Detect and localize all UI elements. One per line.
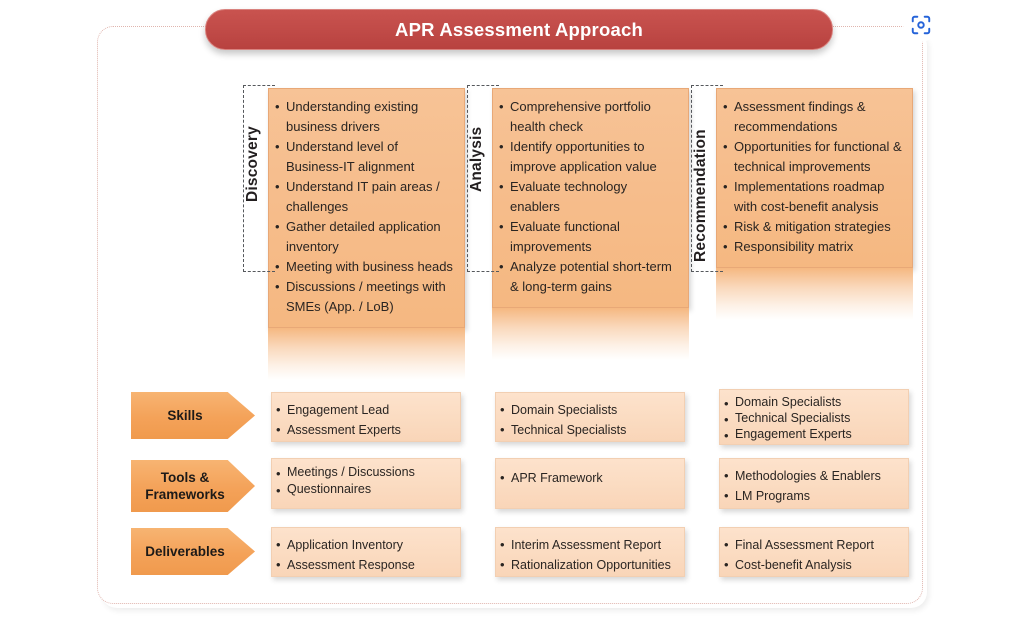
list-item: Domain Specialists bbox=[722, 394, 902, 414]
cell-deliverables-analysis: Interim Assessment Report Rationalizatio… bbox=[495, 527, 685, 577]
list-item: Engagement Experts bbox=[722, 426, 902, 446]
phase-fade-analysis bbox=[492, 308, 689, 360]
phase-label-box-analysis: Analysis bbox=[467, 85, 499, 272]
list-item: Opportunities for functional & technical… bbox=[721, 137, 904, 177]
phase-label-box-recommendation: Recommendation bbox=[691, 85, 723, 272]
cell-deliverables-discovery: Application Inventory Assessment Respons… bbox=[271, 527, 461, 577]
list-item: Risk & mitigation strategies bbox=[721, 217, 904, 237]
list-item: APR Framework bbox=[498, 468, 678, 488]
cell-skills-analysis: Domain Specialists Technical Specialists bbox=[495, 392, 685, 442]
page-title: APR Assessment Approach bbox=[395, 18, 643, 40]
scan-capture-glyph bbox=[911, 15, 930, 34]
list-item: Comprehensive portfolio health check bbox=[497, 97, 680, 137]
phase-bullets-discovery: Understanding existing business drivers … bbox=[273, 97, 456, 317]
list-item: Understanding existing business drivers bbox=[273, 97, 456, 137]
phase-box-recommendation: Assessment findings & recommendations Op… bbox=[716, 88, 913, 268]
list-item: Technical Specialists bbox=[498, 420, 678, 440]
list-item: Analyze potential short-term & long-term… bbox=[497, 257, 680, 297]
phase-label-analysis: Analysis bbox=[468, 126, 485, 192]
phase-fade-recommendation bbox=[716, 268, 913, 320]
list-item: Evaluate functional improvements bbox=[497, 217, 680, 257]
list-item: LM Programs bbox=[722, 486, 902, 506]
phase-box-analysis: Comprehensive portfolio health check Ide… bbox=[492, 88, 689, 308]
phase-bullets-recommendation: Assessment findings & recommendations Op… bbox=[721, 97, 904, 257]
list-item: Assessment findings & recommendations bbox=[721, 97, 904, 137]
phase-column-recommendation: Assessment findings & recommendations Op… bbox=[716, 88, 913, 320]
list-item: Meeting with business heads bbox=[273, 257, 456, 277]
phase-box-discovery: Understanding existing business drivers … bbox=[268, 88, 465, 328]
phase-column-discovery: Understanding existing business drivers … bbox=[268, 88, 465, 380]
cell-skills-discovery: Engagement Lead Assessment Experts bbox=[271, 392, 461, 442]
list-item: Final Assessment Report bbox=[722, 535, 902, 555]
list-item: Understand IT pain areas / challenges bbox=[273, 177, 456, 217]
cell-skills-recommendation: Domain Specialists Technical Specialists… bbox=[719, 389, 909, 446]
list-item: Discussions / meetings with SMEs (App. /… bbox=[273, 277, 456, 317]
list-item: Implementations roadmap with cost-benefi… bbox=[721, 177, 904, 217]
row-label-deliverables-text: Deliverables bbox=[145, 544, 225, 559]
list-item: Evaluate technology enablers bbox=[497, 177, 680, 217]
phase-column-analysis: Comprehensive portfolio health check Ide… bbox=[492, 88, 689, 360]
list-item: Identify opportunities to improve applic… bbox=[497, 137, 680, 177]
scan-capture-icon[interactable] bbox=[903, 7, 938, 42]
phase-label-discovery: Discovery bbox=[244, 126, 261, 202]
list-item: Application Inventory bbox=[274, 535, 454, 555]
list-item: Assessment Response bbox=[274, 555, 454, 575]
row-label-tools-frameworks: Tools & Frameworks bbox=[131, 460, 255, 512]
list-item: Domain Specialists bbox=[498, 400, 678, 420]
list-item: Rationalization Opportunities bbox=[498, 555, 678, 575]
row-label-skills-text: Skills bbox=[167, 408, 203, 423]
list-item: Engagement Lead bbox=[274, 400, 454, 420]
list-item: Understand level of Business-IT alignmen… bbox=[273, 137, 456, 177]
cell-tools-analysis: APR Framework bbox=[495, 458, 685, 509]
phase-bullets-analysis: Comprehensive portfolio health check Ide… bbox=[497, 97, 680, 297]
list-item: Meetings / Discussions bbox=[274, 464, 454, 484]
cell-deliverables-recommendation: Final Assessment Report Cost-benefit Ana… bbox=[719, 527, 909, 577]
list-item: Technical Specialists bbox=[722, 410, 902, 430]
cell-tools-recommendation: Methodologies & Enablers LM Programs bbox=[719, 458, 909, 509]
cell-tools-discovery: Meetings / Discussions Questionnaires bbox=[271, 458, 461, 509]
diagram-title-banner: APR Assessment Approach bbox=[205, 9, 833, 50]
list-item: Questionnaires bbox=[274, 481, 454, 501]
list-item: Interim Assessment Report bbox=[498, 535, 678, 555]
list-item: Responsibility matrix bbox=[721, 237, 904, 257]
phase-label-box-discovery: Discovery bbox=[243, 85, 275, 272]
row-label-deliverables: Deliverables bbox=[131, 528, 255, 575]
row-label-skills: Skills bbox=[131, 392, 255, 439]
list-item: Assessment Experts bbox=[274, 420, 454, 440]
list-item: Methodologies & Enablers bbox=[722, 466, 902, 486]
phase-fade-discovery bbox=[268, 328, 465, 380]
row-label-tools-frameworks-text: Tools & Frameworks bbox=[145, 470, 225, 502]
phase-label-recommendation: Recommendation bbox=[692, 129, 709, 262]
list-item: Gather detailed application inventory bbox=[273, 217, 456, 257]
list-item: Cost-benefit Analysis bbox=[722, 555, 902, 575]
